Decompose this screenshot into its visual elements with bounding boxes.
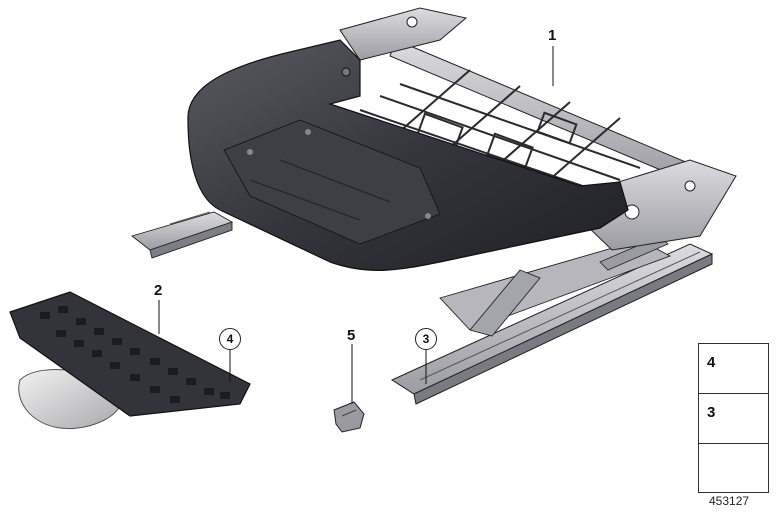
callout-2: 2 bbox=[154, 282, 163, 299]
legend-row-1: 4 bbox=[699, 344, 768, 394]
callout-5: 5 bbox=[347, 327, 356, 344]
clip-part bbox=[333, 401, 365, 433]
right-seat-rail bbox=[390, 235, 714, 405]
legend-number: 3 bbox=[707, 404, 716, 421]
diagram-number: 453127 bbox=[709, 494, 750, 508]
callout-1: 1 bbox=[548, 27, 557, 44]
legend-number: 4 bbox=[707, 354, 716, 371]
seat-pan-shell bbox=[187, 39, 629, 271]
callout-4-circled: 4 bbox=[219, 328, 241, 350]
left-rear-side-member bbox=[339, 7, 468, 61]
callout-3-circled: 3 bbox=[415, 328, 437, 350]
fastener-legend: 4 3 bbox=[698, 343, 769, 493]
leader-lines bbox=[158, 46, 554, 404]
seat-spring-mat bbox=[359, 69, 641, 193]
legend-row-2: 3 bbox=[699, 394, 768, 444]
seat-mesh-insert bbox=[9, 291, 251, 430]
left-seat-rail bbox=[131, 211, 234, 259]
